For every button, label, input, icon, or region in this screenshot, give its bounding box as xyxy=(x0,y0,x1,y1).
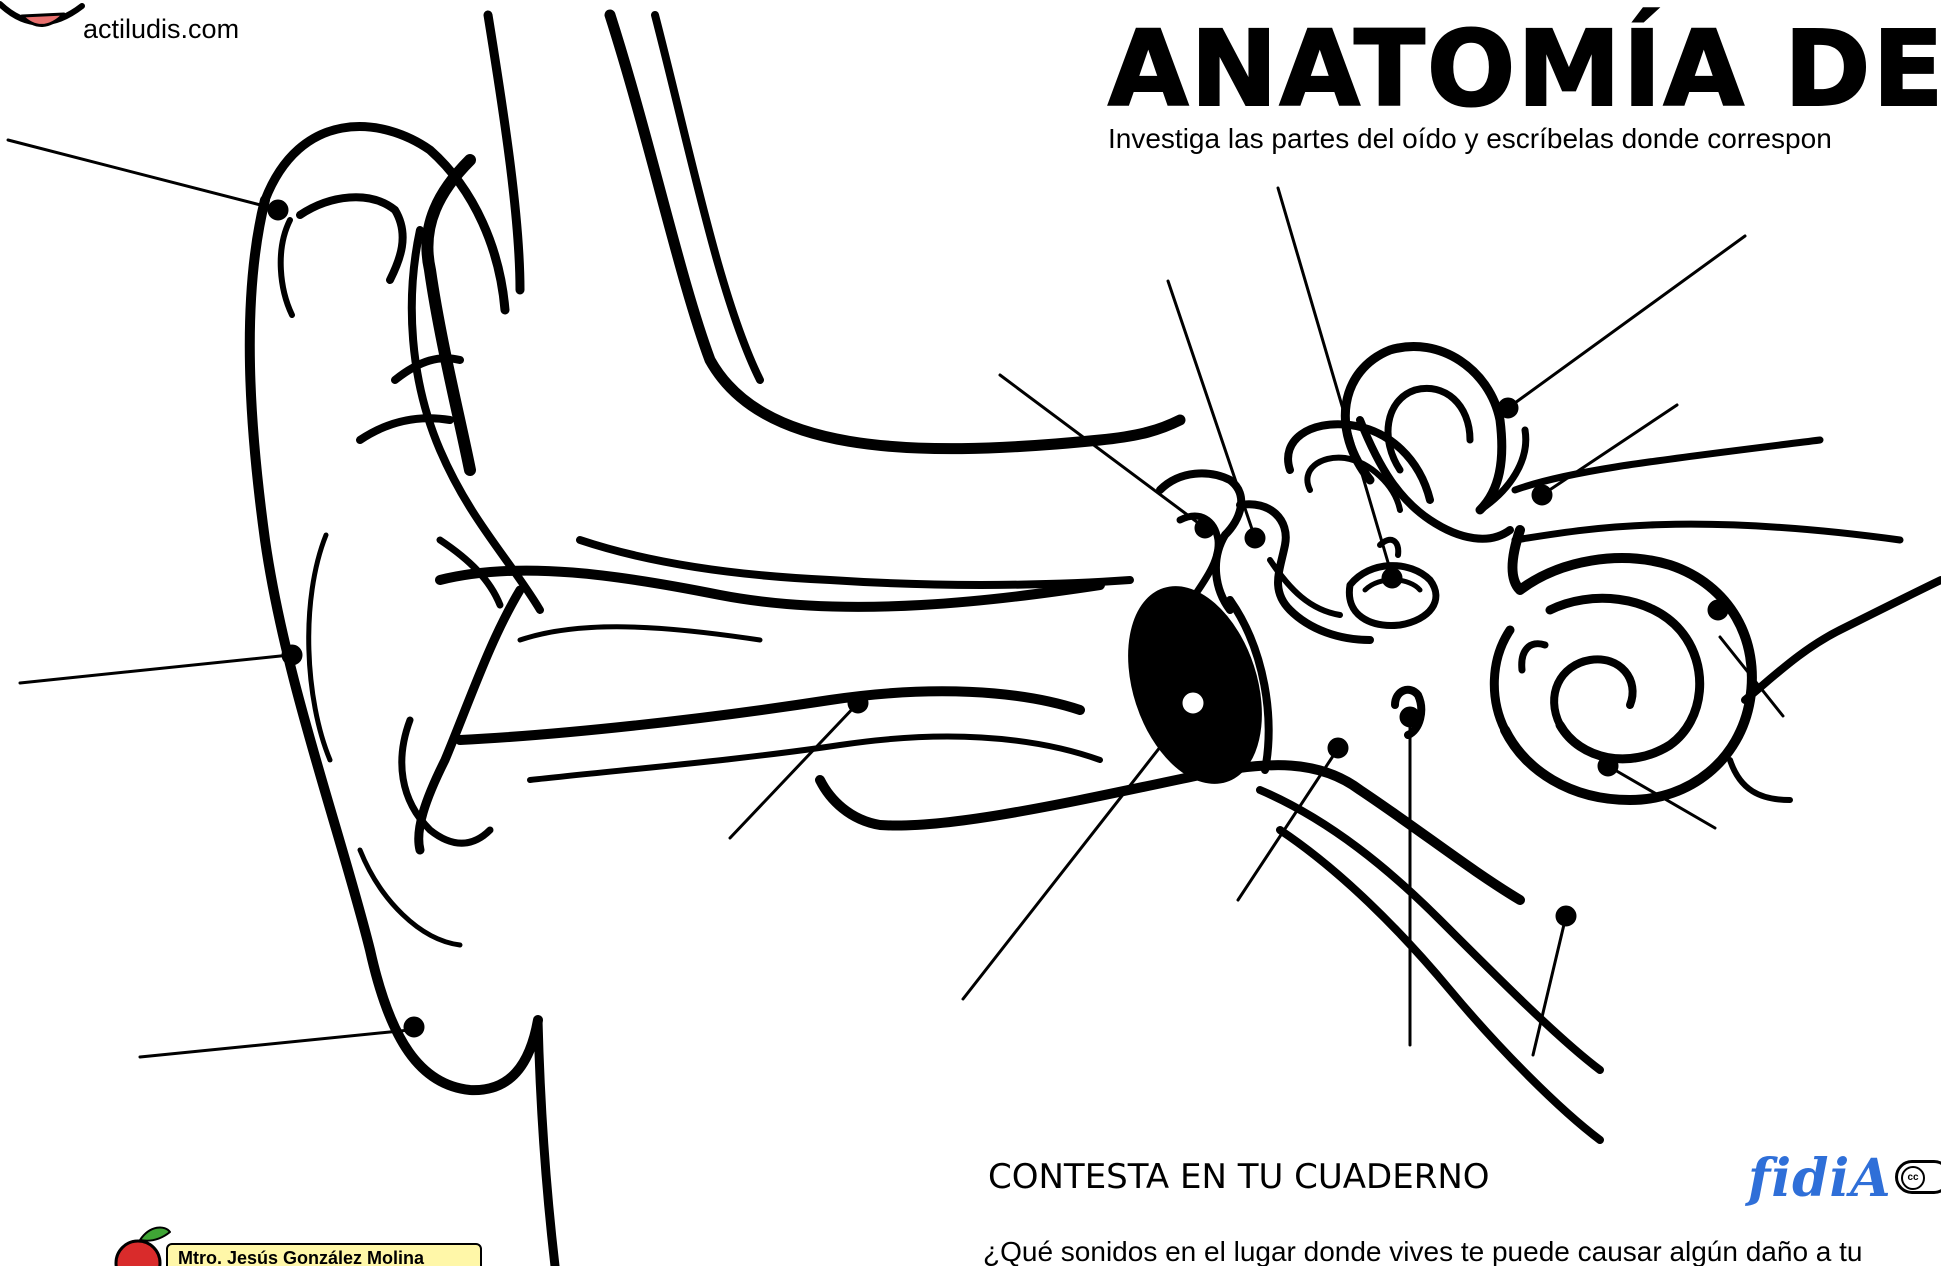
semicircular-canals xyxy=(1288,346,1526,538)
section-heading: CONTESTA EN TU CUADERNO xyxy=(988,1157,1490,1197)
cochlea xyxy=(1395,440,1941,800)
page-title: ANATOMÍA DEL OÍD xyxy=(1108,8,1941,130)
smile-logo-icon xyxy=(0,4,82,26)
cc-license-label: cc xyxy=(1901,1166,1925,1190)
brand-logo: fidiA xyxy=(1748,1148,1892,1209)
question-text: ¿Qué sonidos en el lugar donde vives te … xyxy=(983,1236,1863,1266)
page-subtitle: Investiga las partes del oído y escríbel… xyxy=(1108,123,1832,155)
cc-license-icon: cc xyxy=(1895,1160,1941,1194)
site-name: actiludis.com xyxy=(83,14,239,45)
apple-icon xyxy=(116,1227,170,1266)
author-badge: Mtro. Jesús González Molina xyxy=(166,1243,482,1266)
outer-ear xyxy=(250,15,555,1266)
